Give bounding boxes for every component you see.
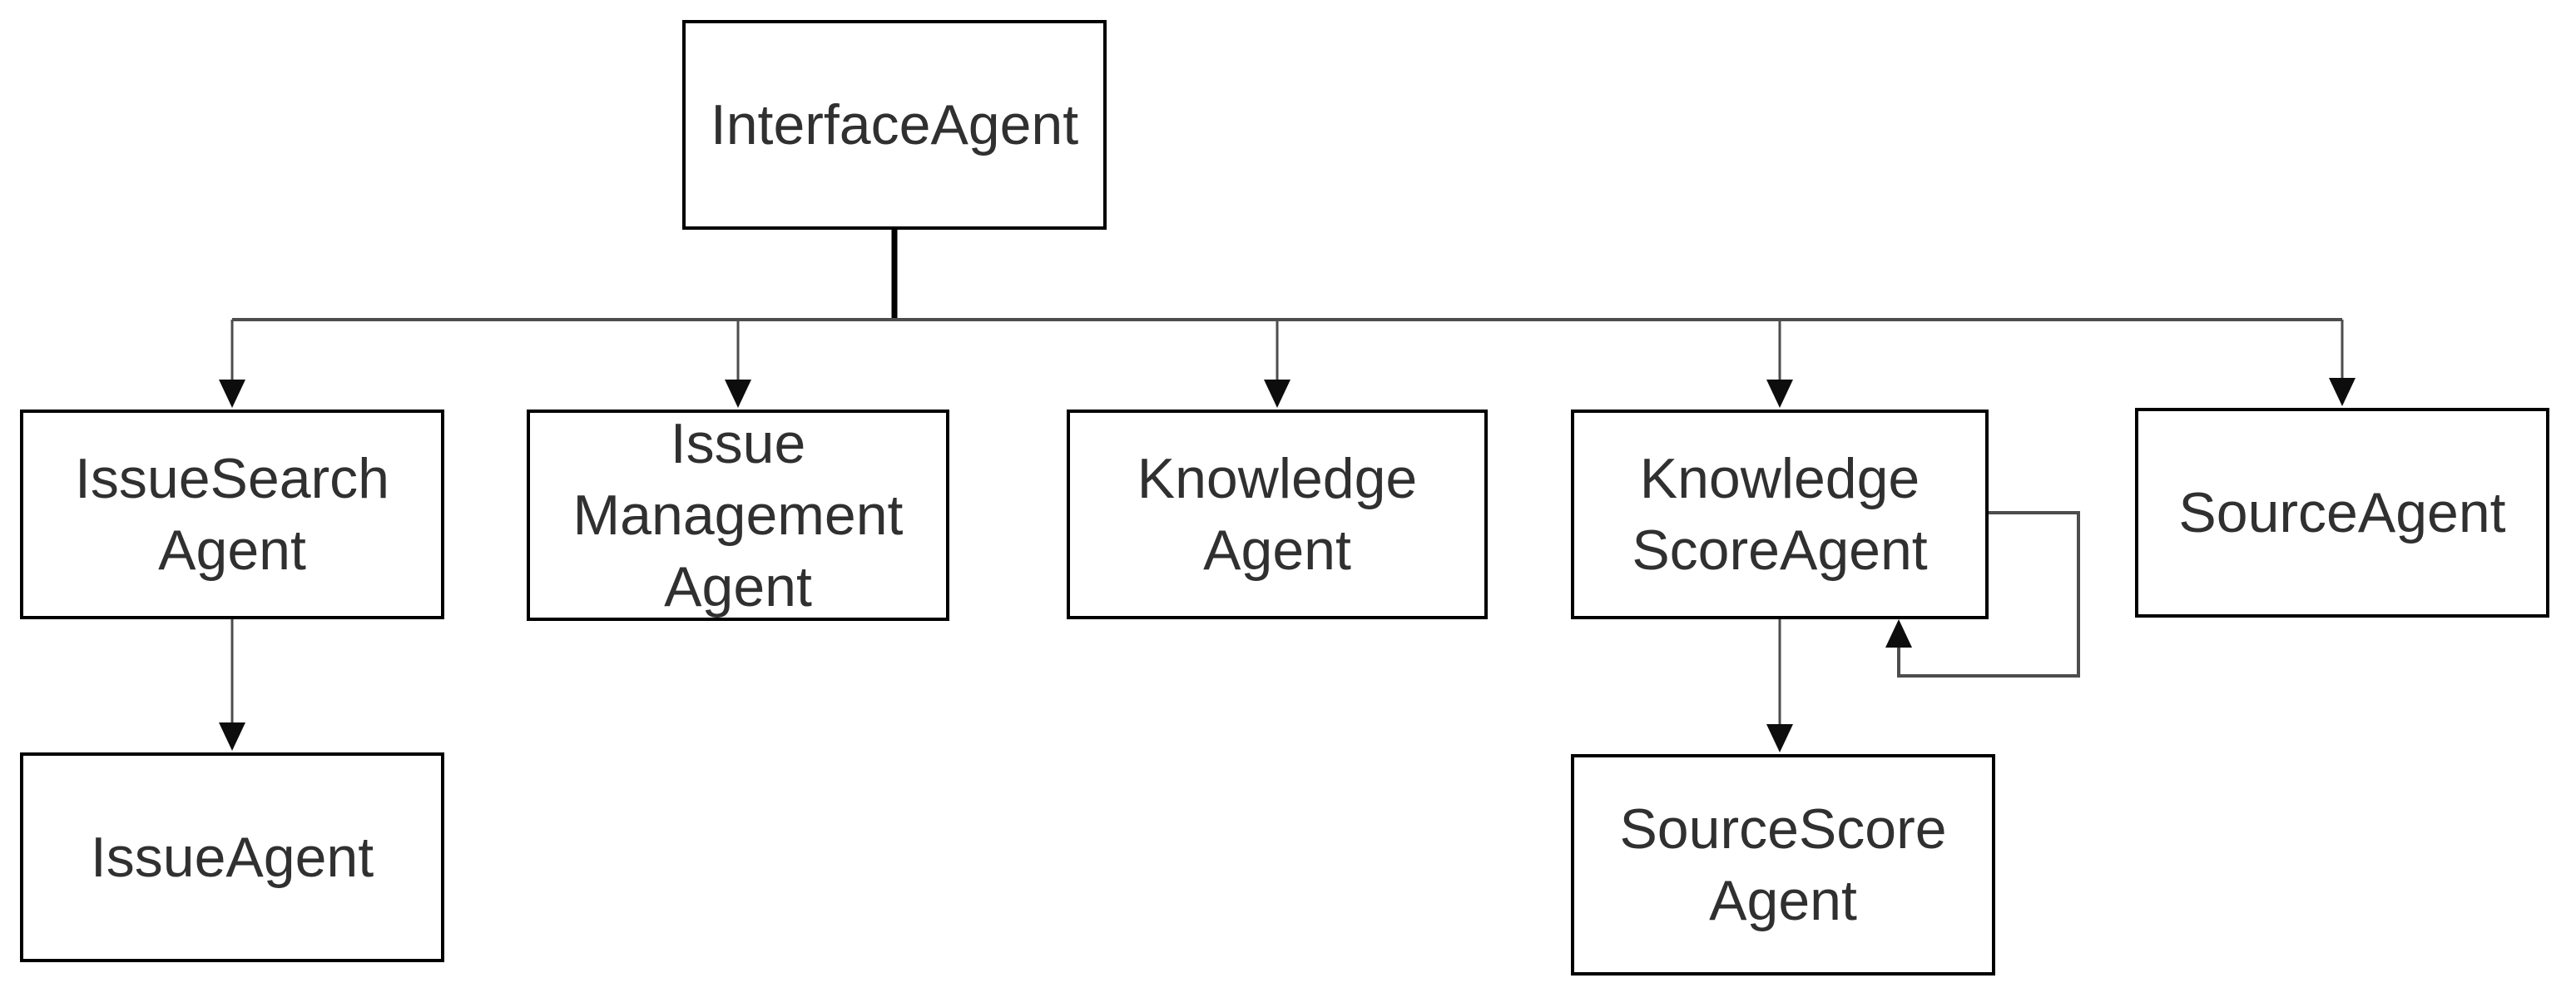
node-label: Agent (158, 519, 306, 582)
node-label: Agent (664, 555, 812, 618)
node-source-agent: SourceAgent (2135, 408, 2549, 618)
node-label: IssueSearch (75, 447, 389, 510)
node-label: Management (572, 484, 904, 547)
arrowhead-knowledge-score (1766, 380, 1793, 408)
arrowhead-issue-management (725, 380, 751, 408)
node-knowledge-agent: Knowledge Agent (1067, 410, 1488, 619)
node-interface-agent: InterfaceAgent (682, 20, 1107, 230)
node-label: SourceScore (1619, 797, 1947, 861)
node-label: Agent (1709, 869, 1857, 932)
arrowhead-issue-agent (219, 722, 245, 751)
node-knowledge-score-agent: Knowledge ScoreAgent (1571, 410, 1989, 619)
node-label: ScoreAgent (1632, 519, 1928, 582)
node-label: Agent (1203, 519, 1351, 582)
node-issue-agent: IssueAgent (20, 752, 444, 962)
arrowhead-source (2329, 378, 2356, 406)
arrowhead-knowledge (1264, 380, 1290, 408)
node-label: SourceAgent (2178, 481, 2506, 544)
node-issue-management-agent: Issue Management Agent (527, 410, 949, 621)
node-label: Knowledge (1639, 447, 1920, 510)
node-source-score-agent: SourceScore Agent (1571, 754, 1995, 976)
edge-knowledge-score-self-loop (1897, 511, 2080, 678)
arrowhead-source-score (1766, 724, 1793, 752)
node-label: IssueAgent (90, 826, 374, 889)
arrowhead-self-loop (1885, 619, 1912, 648)
arrowhead-issue-search (219, 380, 245, 408)
node-issue-search-agent: IssueSearch Agent (20, 410, 444, 619)
node-label: Issue (670, 412, 806, 475)
node-label: InterfaceAgent (710, 93, 1079, 156)
node-label: Knowledge (1137, 447, 1418, 510)
